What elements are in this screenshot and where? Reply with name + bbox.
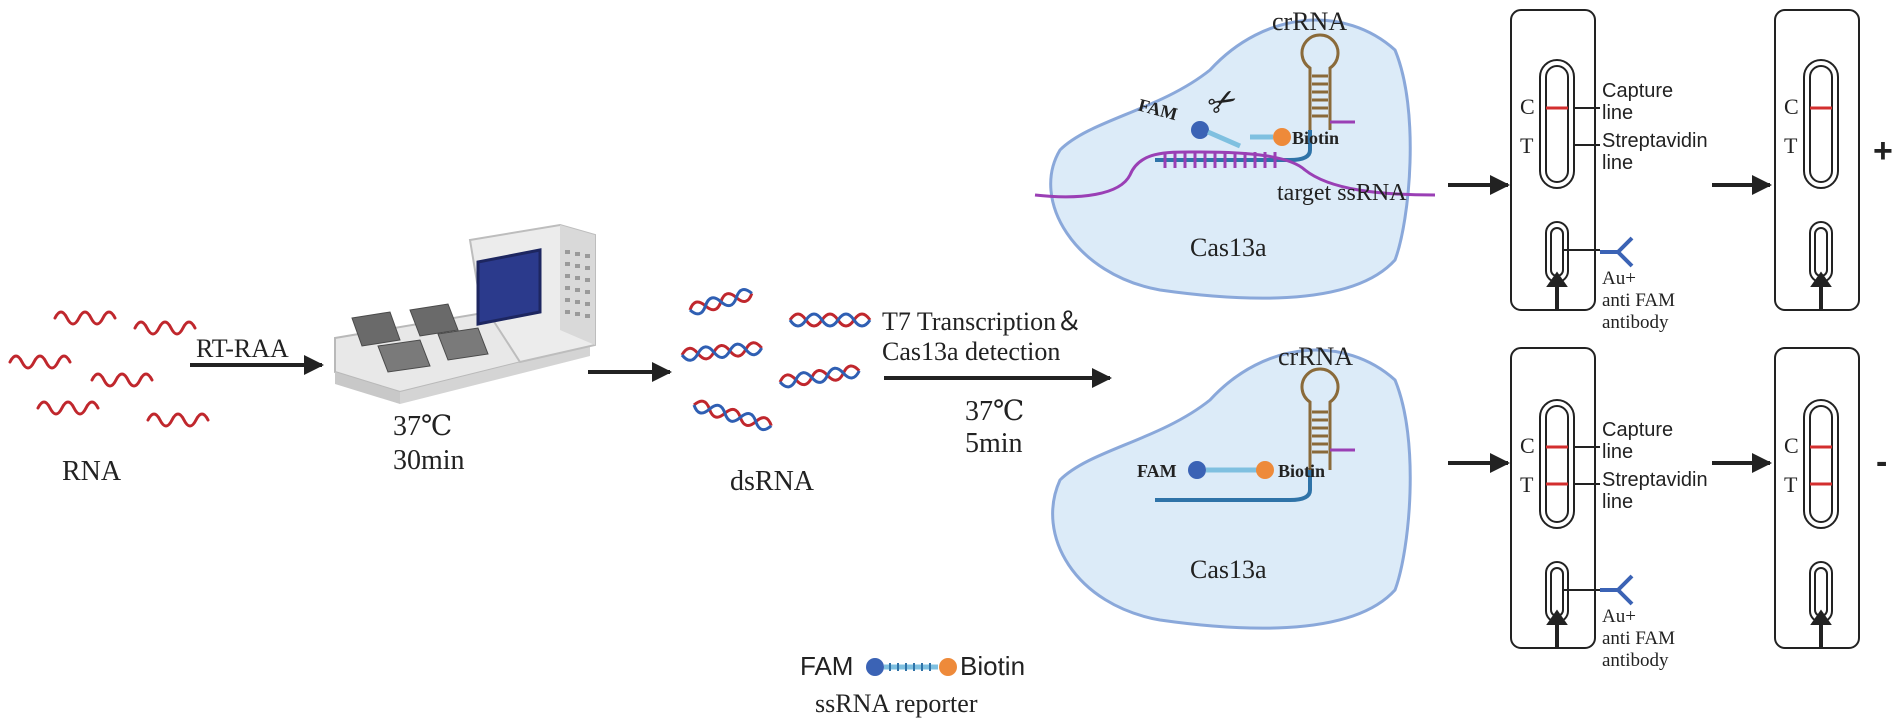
antibody-icon	[1600, 574, 1634, 606]
anti-fam-label: anti FAM	[1602, 290, 1675, 311]
rna-strand	[8, 354, 72, 370]
strep-label-1: Streptavidin	[1602, 130, 1708, 152]
sample-port-arrow	[1546, 271, 1568, 310]
t7-label-line1: T7 Transcription＆	[882, 307, 1082, 336]
dsrna-helix	[688, 288, 754, 316]
strep-label-2: line	[1602, 491, 1633, 513]
dsrna-helix	[692, 399, 773, 432]
antibody-label: antibody	[1602, 650, 1669, 671]
antibody-label: antibody	[1602, 312, 1669, 333]
strip-t-label: T	[1784, 472, 1798, 497]
t7-time: 5min	[965, 428, 1023, 459]
strep-label-1: Streptavidin	[1602, 469, 1708, 491]
sample-port-arrow	[1810, 271, 1832, 310]
biotin-dot	[1273, 128, 1291, 146]
legend-biotin-dot	[939, 658, 957, 676]
cas13a-label: Cas13a	[1190, 555, 1267, 584]
sample-port-arrow	[1810, 609, 1832, 648]
rna-strand	[90, 372, 154, 388]
biotin-dot	[1256, 461, 1274, 479]
cas13a-positive: crRNA ✂ FAM Biotin target ssRNA Cas13a	[1034, 7, 1436, 300]
crrna-strand	[1155, 470, 1312, 502]
crrna-hairpin	[1300, 367, 1340, 470]
strip-c-label: C	[1520, 433, 1535, 458]
fam-dot	[1191, 121, 1209, 139]
capture-label-2: line	[1602, 102, 1633, 124]
lateral-flow-strip-positive: C T Capture line Streptavidin line Au+ a…	[1510, 9, 1708, 333]
target-ssrna-label: target ssRNA	[1277, 180, 1407, 206]
strip-t-label: T	[1784, 133, 1798, 158]
rna-strand	[146, 412, 210, 428]
crrna-label: crRNA	[1278, 342, 1353, 371]
capture-label-2: line	[1602, 441, 1633, 463]
strip-c-label: C	[1784, 433, 1799, 458]
legend-reporter-label: ssRNA reporter	[815, 689, 978, 718]
strip-t-label: T	[1520, 472, 1534, 497]
result-negative-sign: -	[1876, 443, 1887, 481]
legend-fam-label: FAM	[800, 651, 853, 681]
capture-label-1: Capture	[1602, 419, 1673, 441]
strip-c-label: C	[1784, 94, 1799, 119]
crrna-label: crRNA	[1272, 7, 1347, 36]
ssrna-reporter-legend: FAM Biotin ssRNA reporter	[800, 651, 1025, 718]
rt-raa-instrument	[334, 223, 596, 404]
dsrna-helix	[788, 312, 872, 328]
dsrna-molecules	[680, 288, 872, 432]
t7-label-line2: Cas13a detection	[882, 337, 1060, 366]
dsrna-helix	[680, 341, 764, 362]
strip-t-label: T	[1520, 133, 1534, 158]
intact-reporter	[1188, 461, 1274, 479]
cas13a-label: Cas13a	[1190, 233, 1267, 262]
strip-c-label: C	[1520, 94, 1535, 119]
crrna-strand	[1155, 130, 1312, 162]
dsrna-helix	[778, 364, 861, 389]
fam-dot	[1188, 461, 1206, 479]
legend-biotin-label: Biotin	[960, 651, 1025, 681]
cleaved-reporter	[1191, 121, 1291, 149]
t7-temp: 37℃	[965, 396, 1024, 427]
antibody-icon	[1600, 236, 1634, 268]
rna-strand	[133, 320, 197, 336]
au-label: Au+	[1602, 268, 1636, 289]
sample-port-arrow	[1546, 609, 1568, 648]
dsrna-label: dsRNA	[730, 466, 815, 497]
rt-raa-label: RT-RAA	[196, 334, 289, 363]
cas13a-body	[1051, 348, 1412, 630]
sample-block	[351, 303, 489, 373]
crrna-hairpin	[1300, 33, 1340, 130]
result-strip-positive: C T	[1774, 9, 1860, 311]
rna-label: RNA	[62, 456, 122, 487]
fam-label: FAM	[1137, 461, 1177, 481]
biotin-label: Biotin	[1292, 128, 1339, 148]
result-strip-negative: C T	[1774, 347, 1860, 649]
target-ssrna-strand	[1034, 150, 1436, 199]
anti-fam-label: anti FAM	[1602, 628, 1675, 649]
rna-strand	[53, 310, 117, 326]
strep-label-2: line	[1602, 152, 1633, 174]
rna-strand	[36, 400, 100, 416]
result-positive-sign: +	[1873, 132, 1893, 170]
capture-label-1: Capture	[1602, 80, 1673, 102]
instrument-screen	[476, 248, 542, 326]
legend-fam-dot	[866, 658, 884, 676]
rna-molecules	[8, 310, 210, 428]
instrument-time: 30min	[393, 445, 465, 476]
instrument-temp: 37℃	[393, 411, 452, 442]
lateral-flow-strip-negative: C T Capture line Streptavidin line Au+ a…	[1510, 347, 1708, 671]
crrna-target-duplex	[1163, 152, 1277, 168]
au-label: Au+	[1602, 606, 1636, 627]
biotin-label: Biotin	[1278, 461, 1325, 481]
cas13a-negative: crRNA FAM Biotin Cas13a	[1051, 342, 1412, 630]
